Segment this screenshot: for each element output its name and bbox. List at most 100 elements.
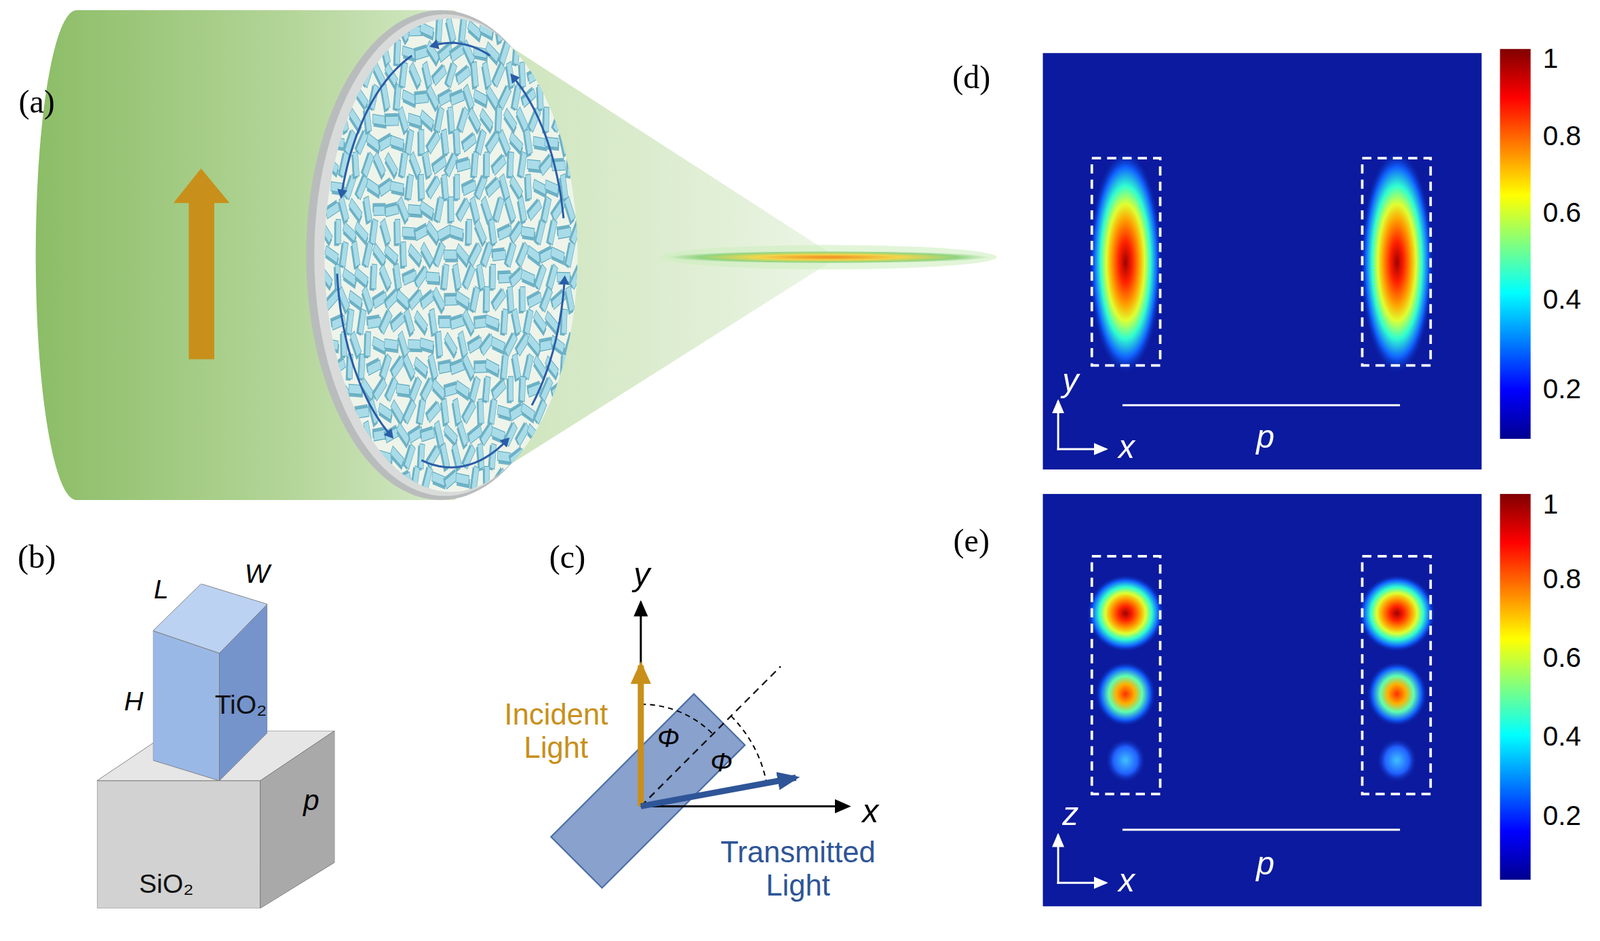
- nanopillar-top: [535, 399, 547, 425]
- nanopillar: [556, 224, 572, 240]
- nanopillar-top: [404, 443, 416, 470]
- nanopillar-top: [429, 308, 438, 335]
- nanopillar-top: [419, 109, 434, 129]
- nanopillar-top: [440, 442, 451, 470]
- nanopillar: [434, 330, 443, 359]
- nanopillar-top: [396, 289, 410, 309]
- angle-arc: [731, 715, 767, 782]
- nanopillar-top: [348, 290, 363, 308]
- nanopillar: [505, 286, 515, 315]
- nanopillar: [389, 353, 405, 380]
- nanopillar: [444, 16, 457, 46]
- nanopillar-top: [373, 377, 387, 401]
- nanopillar: [419, 425, 435, 442]
- nanopillar-top: [505, 241, 517, 268]
- nanopillar: [491, 336, 506, 355]
- nanopillar-top: [472, 151, 479, 178]
- panel-letter: (a): [18, 83, 55, 121]
- nanopillar: [467, 107, 482, 135]
- nanopillar-top: [362, 61, 374, 88]
- nanopillar-top: [490, 263, 496, 289]
- panel-letter: (e): [953, 522, 990, 560]
- nanopillar: [499, 308, 509, 337]
- nanopillar: [379, 218, 392, 248]
- nanopillar-top: [455, 243, 470, 265]
- nanopillar-top: [421, 428, 435, 442]
- nanopillar: [401, 267, 417, 286]
- nanopillar-top: [408, 339, 422, 350]
- nanopillar-top: [362, 286, 374, 312]
- angle-label: Φ: [657, 723, 680, 755]
- nanopillar: [413, 310, 428, 337]
- panel-letter: (b): [17, 538, 56, 576]
- nanopillar: [383, 375, 398, 404]
- nanopillar-top: [432, 65, 447, 86]
- nanopillar: [396, 16, 410, 46]
- nanopillar-top: [427, 175, 441, 199]
- nanopillar-top: [533, 136, 547, 148]
- nanopillar-top: [342, 267, 357, 286]
- nanopillar: [402, 308, 416, 338]
- nanopillar-top: [372, 113, 386, 126]
- nanopillar: [347, 107, 363, 135]
- nanopillar: [505, 151, 514, 179]
- nanopillar: [324, 245, 340, 267]
- nanopillar: [440, 263, 450, 292]
- nanopillar-top: [544, 179, 559, 194]
- nanopillar-top: [331, 358, 346, 377]
- nanopillar-top: [492, 155, 506, 176]
- nanopillar-top: [427, 401, 441, 422]
- rotation-arrow: [337, 273, 393, 437]
- nanopillar: [455, 380, 471, 401]
- nanopillar-top: [408, 61, 422, 87]
- colorbar-tick: 0.2: [1543, 373, 1582, 406]
- pillar-top-face: [153, 583, 268, 653]
- nanopillar: [402, 354, 417, 383]
- nanopillar: [469, 464, 479, 494]
- material-label: TiO₂: [215, 689, 268, 719]
- pillar-front-face: [153, 630, 220, 781]
- nanopillar-top: [473, 89, 487, 106]
- nanopillar: [407, 61, 422, 91]
- nanopillar: [396, 196, 410, 226]
- nanopillar-top: [402, 89, 416, 105]
- nanopillar-top: [398, 106, 409, 133]
- nanopillar-top: [441, 398, 450, 424]
- nanopillar-top: [492, 288, 506, 311]
- nanopillar-top: [434, 420, 444, 447]
- nanopillar: [545, 217, 557, 247]
- nanopillar: [399, 241, 407, 269]
- nanopillar: [550, 377, 566, 400]
- nanopillar: [419, 375, 435, 403]
- nanopillar-top: [325, 202, 340, 220]
- nanopillar: [539, 195, 552, 225]
- y-axis: [639, 602, 642, 807]
- nanopillar: [324, 286, 340, 312]
- nanopillar: [514, 330, 530, 358]
- nanopillar: [383, 152, 399, 180]
- nanopillar: [470, 61, 479, 91]
- nanopillar-top: [324, 154, 339, 175]
- nanopillar-top: [410, 376, 422, 402]
- nanopillar: [392, 83, 402, 112]
- nanopillar-top: [545, 355, 559, 377]
- nanopillar-top: [444, 332, 458, 356]
- substrate-front-face: [96, 780, 261, 909]
- nanopillar-top: [457, 420, 468, 447]
- nanopillar-top: [527, 67, 542, 85]
- nanopillar-top: [524, 353, 534, 380]
- nanopillar-top: [520, 269, 535, 285]
- nanopillar-top: [485, 85, 499, 109]
- nanopillar-top: [505, 421, 518, 447]
- nanopillar-top: [352, 240, 361, 267]
- nanopillar: [402, 442, 416, 472]
- nanopillar: [378, 263, 393, 293]
- nanopillar: [455, 155, 471, 173]
- nanopillar: [408, 375, 422, 404]
- nanopillar-top: [437, 224, 452, 241]
- nanopillar: [482, 286, 490, 314]
- nanopillar: [360, 286, 374, 316]
- nanopillar: [453, 174, 460, 201]
- nanopillar: [389, 181, 405, 197]
- nanopillar-top: [478, 398, 484, 424]
